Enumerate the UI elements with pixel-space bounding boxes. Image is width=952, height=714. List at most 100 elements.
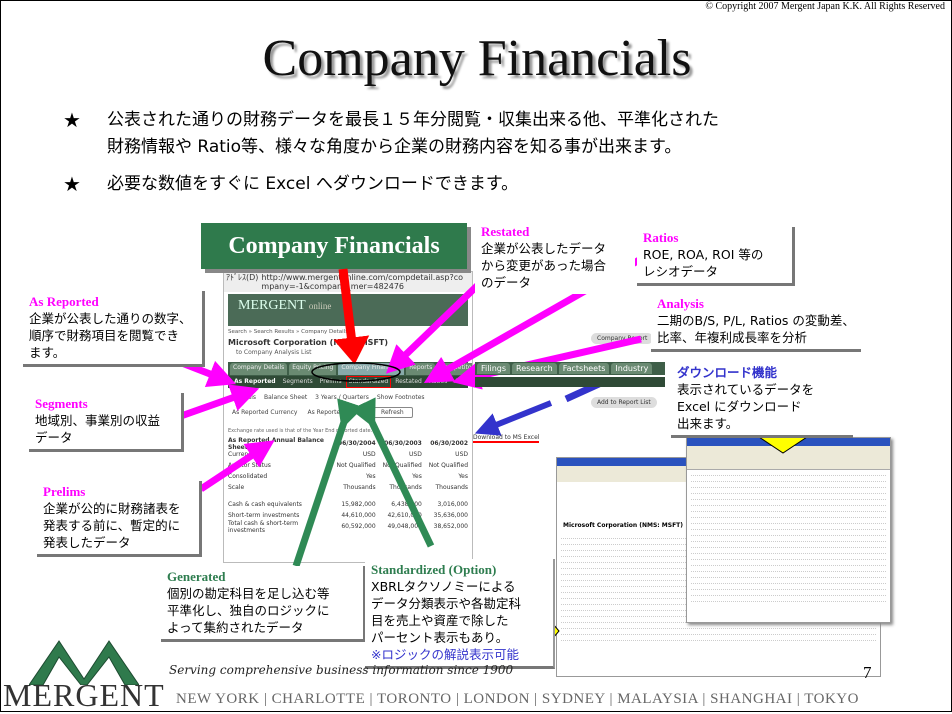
table-cell: Thousands [435, 484, 468, 491]
callout-title: Generated [167, 569, 226, 584]
page-number: 7 [863, 663, 872, 682]
callout-line: 地域別、事業別の収益 [35, 413, 161, 428]
url-bar[interactable]: http://www.mergentonline.com/compdetail.… [261, 273, 464, 291]
callout-title: ダウンロード機能 [677, 365, 778, 380]
table-cell: 35,636,000 [433, 512, 468, 519]
excel-row [691, 536, 886, 542]
table-cell: 49,048,000 [387, 523, 422, 530]
add-report-button[interactable]: Add to Report List [591, 397, 657, 408]
table-cell: Yes [366, 473, 376, 480]
excel-row [691, 488, 886, 494]
callout-title: Ratios [643, 230, 679, 245]
table-row: Total cash & short-term investments 60,59… [228, 519, 468, 534]
table-cell: Total cash & short-term investments [228, 519, 299, 534]
subtab-as-reported[interactable]: As Reported [234, 378, 276, 385]
arrow-red [333, 268, 370, 365]
arrow-prelims [199, 440, 275, 492]
callout-analysis: Analysis 二期のB/S, P/L, Ratios の変動差、 比率、年複… [651, 293, 861, 352]
currency-select[interactable]: As Reported Currency [232, 409, 298, 416]
callout-line: 目を売上や資産で除した [371, 613, 509, 628]
excel-row [691, 530, 886, 536]
table-cell: 44,610,000 [341, 512, 376, 519]
table-cell: USD [409, 451, 422, 458]
company-report-button[interactable]: Company Report [591, 333, 654, 344]
callout-line: 企業が公表したデータ [481, 241, 607, 256]
callout-line: データ分類表示や各勘定科 [371, 596, 522, 611]
tab-filings[interactable]: Filings [477, 363, 511, 374]
callout-line: よって集約されたデータ [167, 620, 304, 635]
table-cell: USD [362, 451, 376, 458]
callout-title: Segments [35, 396, 88, 411]
subtab-restated[interactable]: Restated [395, 378, 422, 385]
callout-line: 出来ます。 [677, 416, 739, 431]
table-cell: 42,610,000 [387, 512, 422, 519]
table-cell: Thousands [343, 484, 376, 491]
bullet-text: 必要な数値をすぐに Excel へダウンロードできます。 [107, 174, 519, 194]
callout-line: 個別の勘定科目を足し込む等 [167, 586, 330, 601]
callout-line: 順序で財務項目を閲覧でき [29, 328, 180, 343]
callout-title: Analysis [657, 296, 704, 311]
bullet-text: 公表された通りの財務データを最長１５年分閲覧・収集出来る他、平準化された 財務情… [107, 107, 719, 161]
callout-download: ダウンロード機能 表示されているデータを Excel にダウンロード 出来ます。 [671, 359, 853, 438]
excel-company-name: Microsoft Corporation (NMS: MSFT) [563, 522, 684, 529]
bullet-line: 公表された通りの財務データを最長１５年分閲覧・収集出来る他、平準化された [107, 110, 719, 130]
table-header-cell: 06/30/2004 [337, 440, 376, 447]
statement-select[interactable]: Balance Sheet [263, 394, 308, 401]
excel-row [691, 512, 886, 518]
bullet-1: ★ 公表された通りの財務データを最長１５年分閲覧・収集出来る他、平準化された 財… [63, 107, 719, 161]
slide-title: Company Financials [262, 30, 692, 87]
subtab-prelims[interactable]: Prelims [319, 378, 342, 385]
arrow-segments [179, 384, 260, 420]
excel-row [561, 635, 876, 641]
logic-note-link[interactable]: ※ロジックの解説表示可能 [371, 647, 519, 662]
tab-research[interactable]: Research [512, 363, 557, 374]
years-select[interactable]: 3 Years / Quarters [315, 394, 369, 401]
table-cell: Yes [412, 473, 422, 480]
analysis-list-link[interactable]: to Company Analysis List [236, 349, 312, 356]
callout-title: Prelims [43, 484, 86, 499]
callout-title: As Reported [29, 294, 99, 309]
callout-generated: Generated 個別の勘定科目を足し込む等 平準化し、独自のロジックに よっ… [161, 566, 366, 642]
table-cell: Not Qualified [428, 462, 468, 469]
callout-line: 企業が公表した通りの数字、 [29, 311, 192, 326]
table-cell: 15,982,000 [341, 501, 376, 508]
table-cell: 60,592,000 [341, 523, 376, 530]
brand-suffix: online [308, 301, 332, 311]
tab-company-details[interactable]: Company Details [230, 363, 288, 375]
star-icon: ★ [63, 108, 81, 132]
bullet-line: 財務情報や Ratio等、様々な角度から企業の財務内容を知る事が出来ます。 [107, 137, 682, 157]
table-cell: Cash & cash equivalents [228, 501, 302, 508]
tab-factsheets[interactable]: Factsheets [558, 363, 610, 374]
callout-line: から変更があった場合 [481, 258, 607, 273]
mergent-logo-text: MERGENT [3, 677, 165, 713]
excel-row [691, 560, 886, 566]
copyright: © Copyright 2007 Mergent Japan K.K. All … [705, 1, 945, 12]
table-cell: Currency [228, 451, 256, 458]
tab-industry[interactable]: Industry [611, 363, 653, 374]
excel-row [691, 482, 886, 488]
bullet-2: ★ 必要な数値をすぐに Excel へダウンロードできます。 [63, 171, 518, 198]
subtab-standardized[interactable]: Standardized [345, 376, 392, 388]
excel-row [691, 476, 886, 482]
table-header-cell: As Reported Annual Balance Sheet [228, 436, 324, 451]
breadcrumb[interactable]: Search » Search Results » Company Detail… [228, 329, 349, 335]
arrow-standardized [350, 397, 435, 548]
excel-row [691, 470, 886, 476]
scale-select[interactable]: As Reported Scale [307, 409, 363, 416]
excel-row [691, 572, 886, 578]
download-excel-link[interactable]: Download to MS Excel [473, 434, 540, 443]
callout-line: 二期のB/S, P/L, Ratios の変動差、 [657, 313, 855, 328]
table-cell: 3,016,000 [437, 501, 468, 508]
tagline: Serving comprehensive business informati… [169, 663, 514, 677]
office-cities: NEW YORK | CHARLOTTE | TORONTO | LONDON … [176, 691, 859, 707]
table-header-cell: 06/30/2002 [430, 440, 468, 447]
callout-standardized: Standardized (Option) XBRLタクソノミーによる データ分… [365, 559, 555, 669]
show-footnotes-checkbox[interactable]: Show Footnotes [376, 394, 425, 401]
subtab-segments[interactable]: Segments [282, 378, 313, 385]
callout-line: パーセント表示もあり。 [371, 630, 509, 645]
table-cell: Not Qualified [336, 462, 376, 469]
callout-line: 比率、年複利成長率を分析 [657, 330, 808, 345]
table-cell: Consolidated [228, 473, 268, 480]
